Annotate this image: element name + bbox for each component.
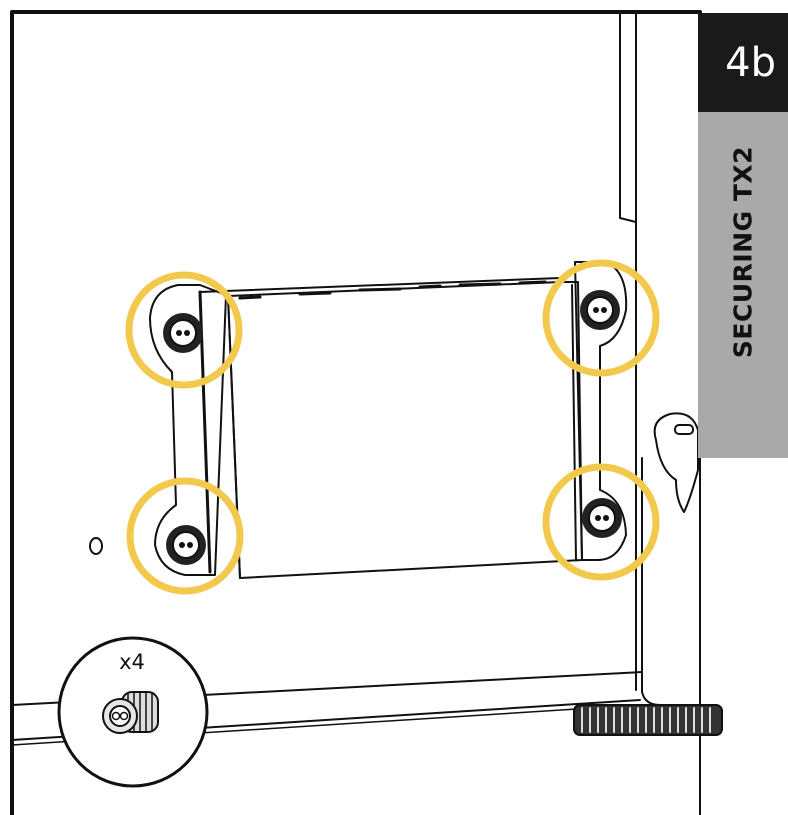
highlight-ring-bottom-right [542,463,660,581]
step-number-tab: 4b [698,13,788,112]
highlight-ring-top-right [542,259,660,377]
tx2-unit-right-edge [571,284,577,561]
tx2-unit [227,281,583,579]
thumbscrew-bottom-left [166,525,206,565]
tx2-unit-top-edge [199,277,561,293]
thumbscrew-top-left [163,313,203,353]
tx2-unit-ports [238,280,547,300]
cabinet-frame [10,10,702,815]
step-number: 4b [725,40,776,86]
latch-icon [653,412,699,513]
step-title: SECURING TX2 [728,145,758,359]
step-title-band: SECURING TX2 [698,112,788,458]
latch-slot [674,424,694,435]
cabinet-right-edge [619,13,637,223]
cabinet-foot [573,704,723,736]
mounting-bracket-right [574,261,628,561]
mounting-bracket [149,284,227,576]
highlight-ring-top-left [125,271,243,389]
callout-thumbscrew-icon [102,691,159,734]
thumbscrew-top-right [580,290,620,330]
bolt-icon [89,537,103,555]
thumbscrew-bottom-right [582,498,622,538]
quantity-label: x4 [119,650,145,674]
highlight-ring-bottom-left [126,477,244,595]
